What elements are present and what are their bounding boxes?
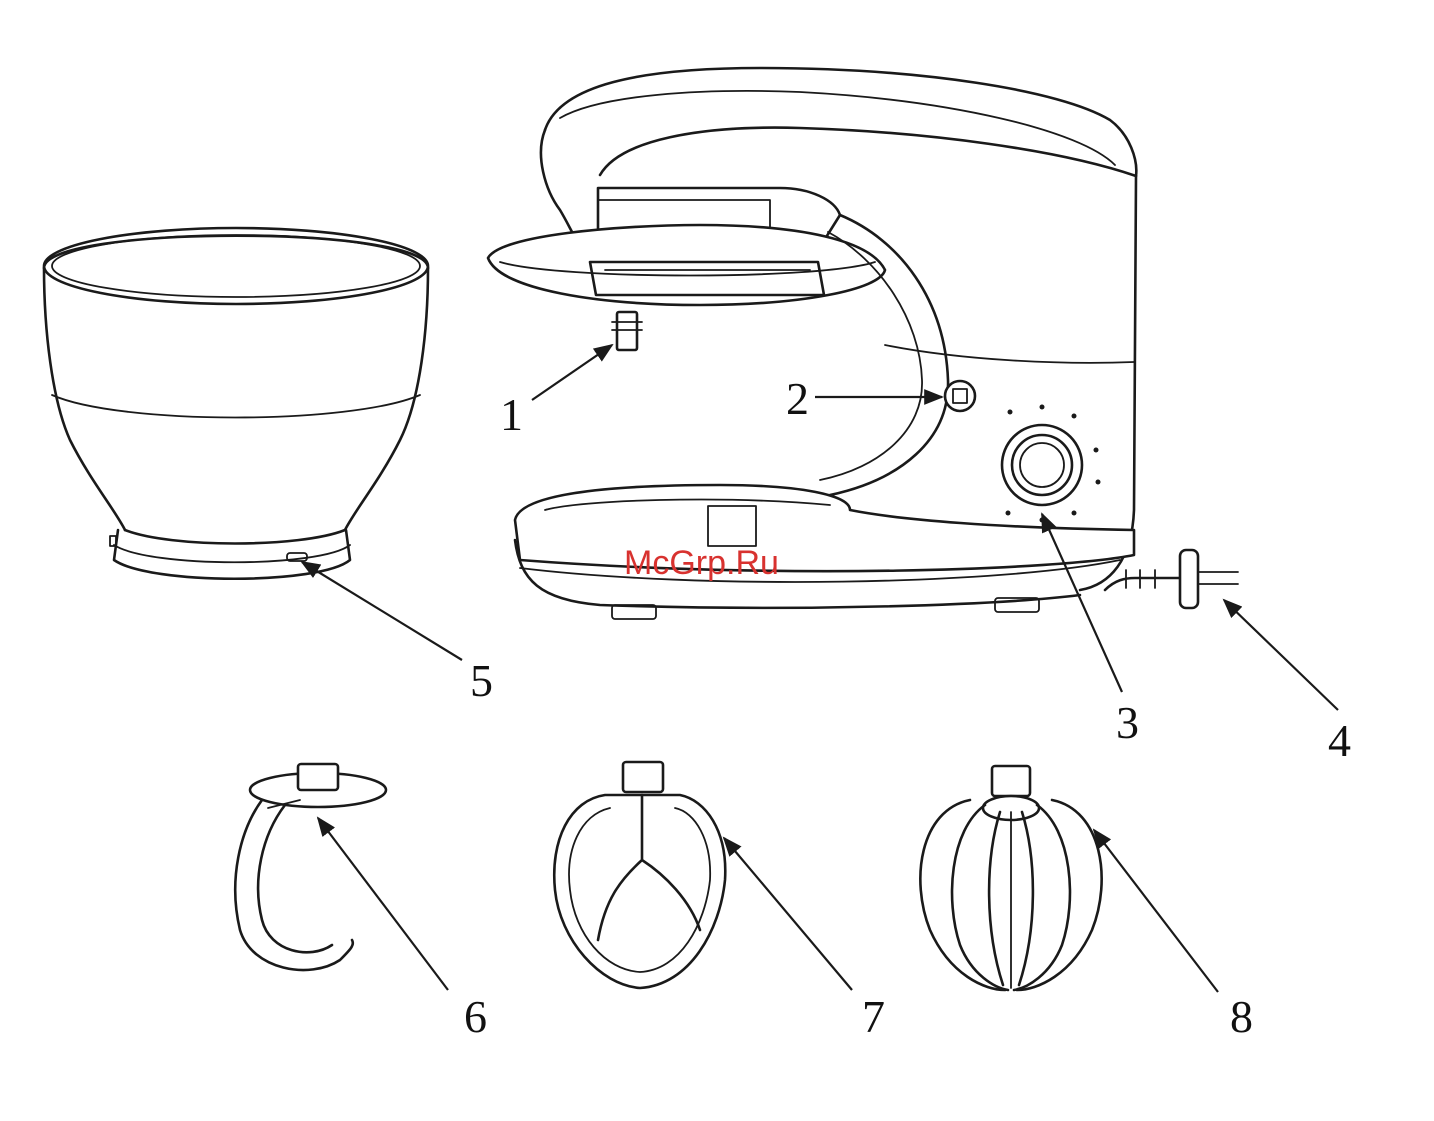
mixer-body — [488, 68, 1238, 619]
balloon-whisk — [920, 766, 1101, 990]
callout-1: 1 — [500, 389, 523, 440]
callout-labels: 1 2 3 4 5 6 7 8 — [464, 373, 1351, 1042]
watermark: McGrp.Ru — [624, 544, 779, 582]
flat-beater — [554, 762, 725, 988]
leader-lines — [302, 345, 1338, 992]
callout-3: 3 — [1116, 697, 1139, 748]
callout-5: 5 — [470, 655, 493, 706]
callout-8: 8 — [1230, 991, 1253, 1042]
callout-4: 4 — [1328, 715, 1351, 766]
dough-hook — [235, 764, 386, 970]
mixing-bowl — [44, 228, 428, 579]
callout-7: 7 — [862, 991, 885, 1042]
callout-2: 2 — [786, 373, 809, 424]
callout-6: 6 — [464, 991, 487, 1042]
